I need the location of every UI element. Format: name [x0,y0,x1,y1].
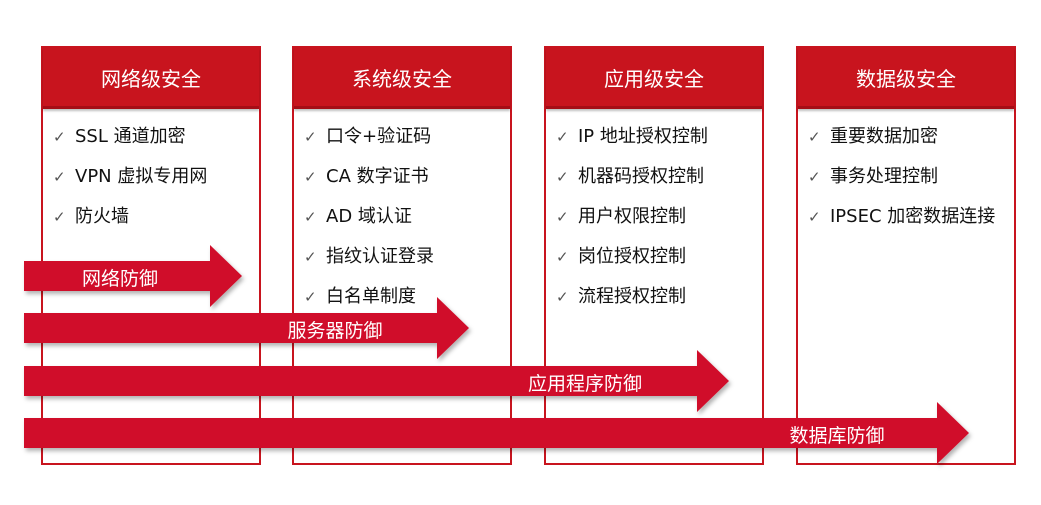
item-list: ✓ SSL 通道加密 ✓ VPN 虚拟专用网 ✓ 防火墙 [43,109,259,243]
database-defense-arrow [24,402,969,464]
column-title: 数据级安全 [798,48,1014,109]
column-title: 网络级安全 [43,48,259,109]
item-label: IPSEC 加密数据连接 [830,206,996,227]
check-icon: ✓ [556,248,569,266]
list-item: ✓ IPSEC 加密数据连接 [808,203,1014,243]
check-icon: ✓ [53,208,66,226]
item-label: 事务处理控制 [830,166,938,187]
item-label: 防火墙 [75,206,129,227]
item-list: ✓ 重要数据加密 ✓ 事务处理控制 ✓ IPSEC 加密数据连接 [798,109,1014,243]
check-icon: ✓ [304,168,317,186]
item-label: 白名单制度 [326,286,416,307]
list-item: ✓ 防火墙 [53,203,259,243]
item-label: IP 地址授权控制 [578,126,708,147]
item-label: 用户权限控制 [578,206,686,227]
arrow-label: 应用程序防御 [527,373,643,395]
item-label: CA 数字证书 [326,166,429,187]
check-icon: ✓ [304,128,317,146]
check-icon: ✓ [556,208,569,226]
check-icon: ✓ [556,128,569,146]
server-defense-arrow [24,297,469,359]
check-icon: ✓ [304,248,317,266]
arrow-label: 网络防御 [81,268,159,290]
list-item: ✓ AD 域认证 [304,203,510,243]
check-icon: ✓ [808,168,821,186]
list-item: ✓ 岗位授权控制 [556,243,762,283]
check-icon: ✓ [556,288,569,306]
check-icon: ✓ [53,168,66,186]
list-item: ✓ VPN 虚拟专用网 [53,163,259,203]
item-label: 指纹认证登录 [326,246,434,267]
item-label: 机器码授权控制 [578,166,704,187]
list-item: ✓ 事务处理控制 [808,163,1014,203]
network-defense-arrow [24,245,242,307]
list-item: ✓ SSL 通道加密 [53,123,259,163]
arrow-label: 数据库防御 [789,425,885,447]
item-list: ✓ IP 地址授权控制 ✓ 机器码授权控制 ✓ 用户权限控制 ✓ 岗位授权控制 ✓ 流程授… [546,109,762,323]
arrow-label: 服务器防御 [287,320,383,342]
list-item: ✓ 口令+验证码 [304,123,510,163]
item-label: AD 域认证 [326,206,412,227]
item-label: 口令+验证码 [326,126,432,147]
check-icon: ✓ [808,128,821,146]
item-label: 流程授权控制 [578,286,686,307]
list-item: ✓ 用户权限控制 [556,203,762,243]
list-item: ✓ 指纹认证登录 [304,243,510,283]
column-data-security: 数据级安全 ✓ 重要数据加密 ✓ 事务处理控制 ✓ IPSEC 加密数据连接 [796,46,1016,465]
item-label: SSL 通道加密 [75,126,186,147]
check-icon: ✓ [556,168,569,186]
check-icon: ✓ [304,288,317,306]
list-item: ✓ 白名单制度 [304,283,510,323]
list-item: ✓ 机器码授权控制 [556,163,762,203]
item-label: VPN 虚拟专用网 [75,166,208,187]
item-label: 岗位授权控制 [578,246,686,267]
check-icon: ✓ [808,208,821,226]
item-list: ✓ 口令+验证码 ✓ CA 数字证书 ✓ AD 域认证 ✓ 指纹认证登录 ✓ 白名单制度 [294,109,510,323]
list-item: ✓ 流程授权控制 [556,283,762,323]
column-title: 应用级安全 [546,48,762,109]
check-icon: ✓ [53,128,66,146]
check-icon: ✓ [304,208,317,226]
column-title: 系统级安全 [294,48,510,109]
list-item: ✓ 重要数据加密 [808,123,1014,163]
item-label: 重要数据加密 [830,126,938,147]
list-item: ✓ CA 数字证书 [304,163,510,203]
application-defense-arrow [24,350,729,412]
list-item: ✓ IP 地址授权控制 [556,123,762,163]
